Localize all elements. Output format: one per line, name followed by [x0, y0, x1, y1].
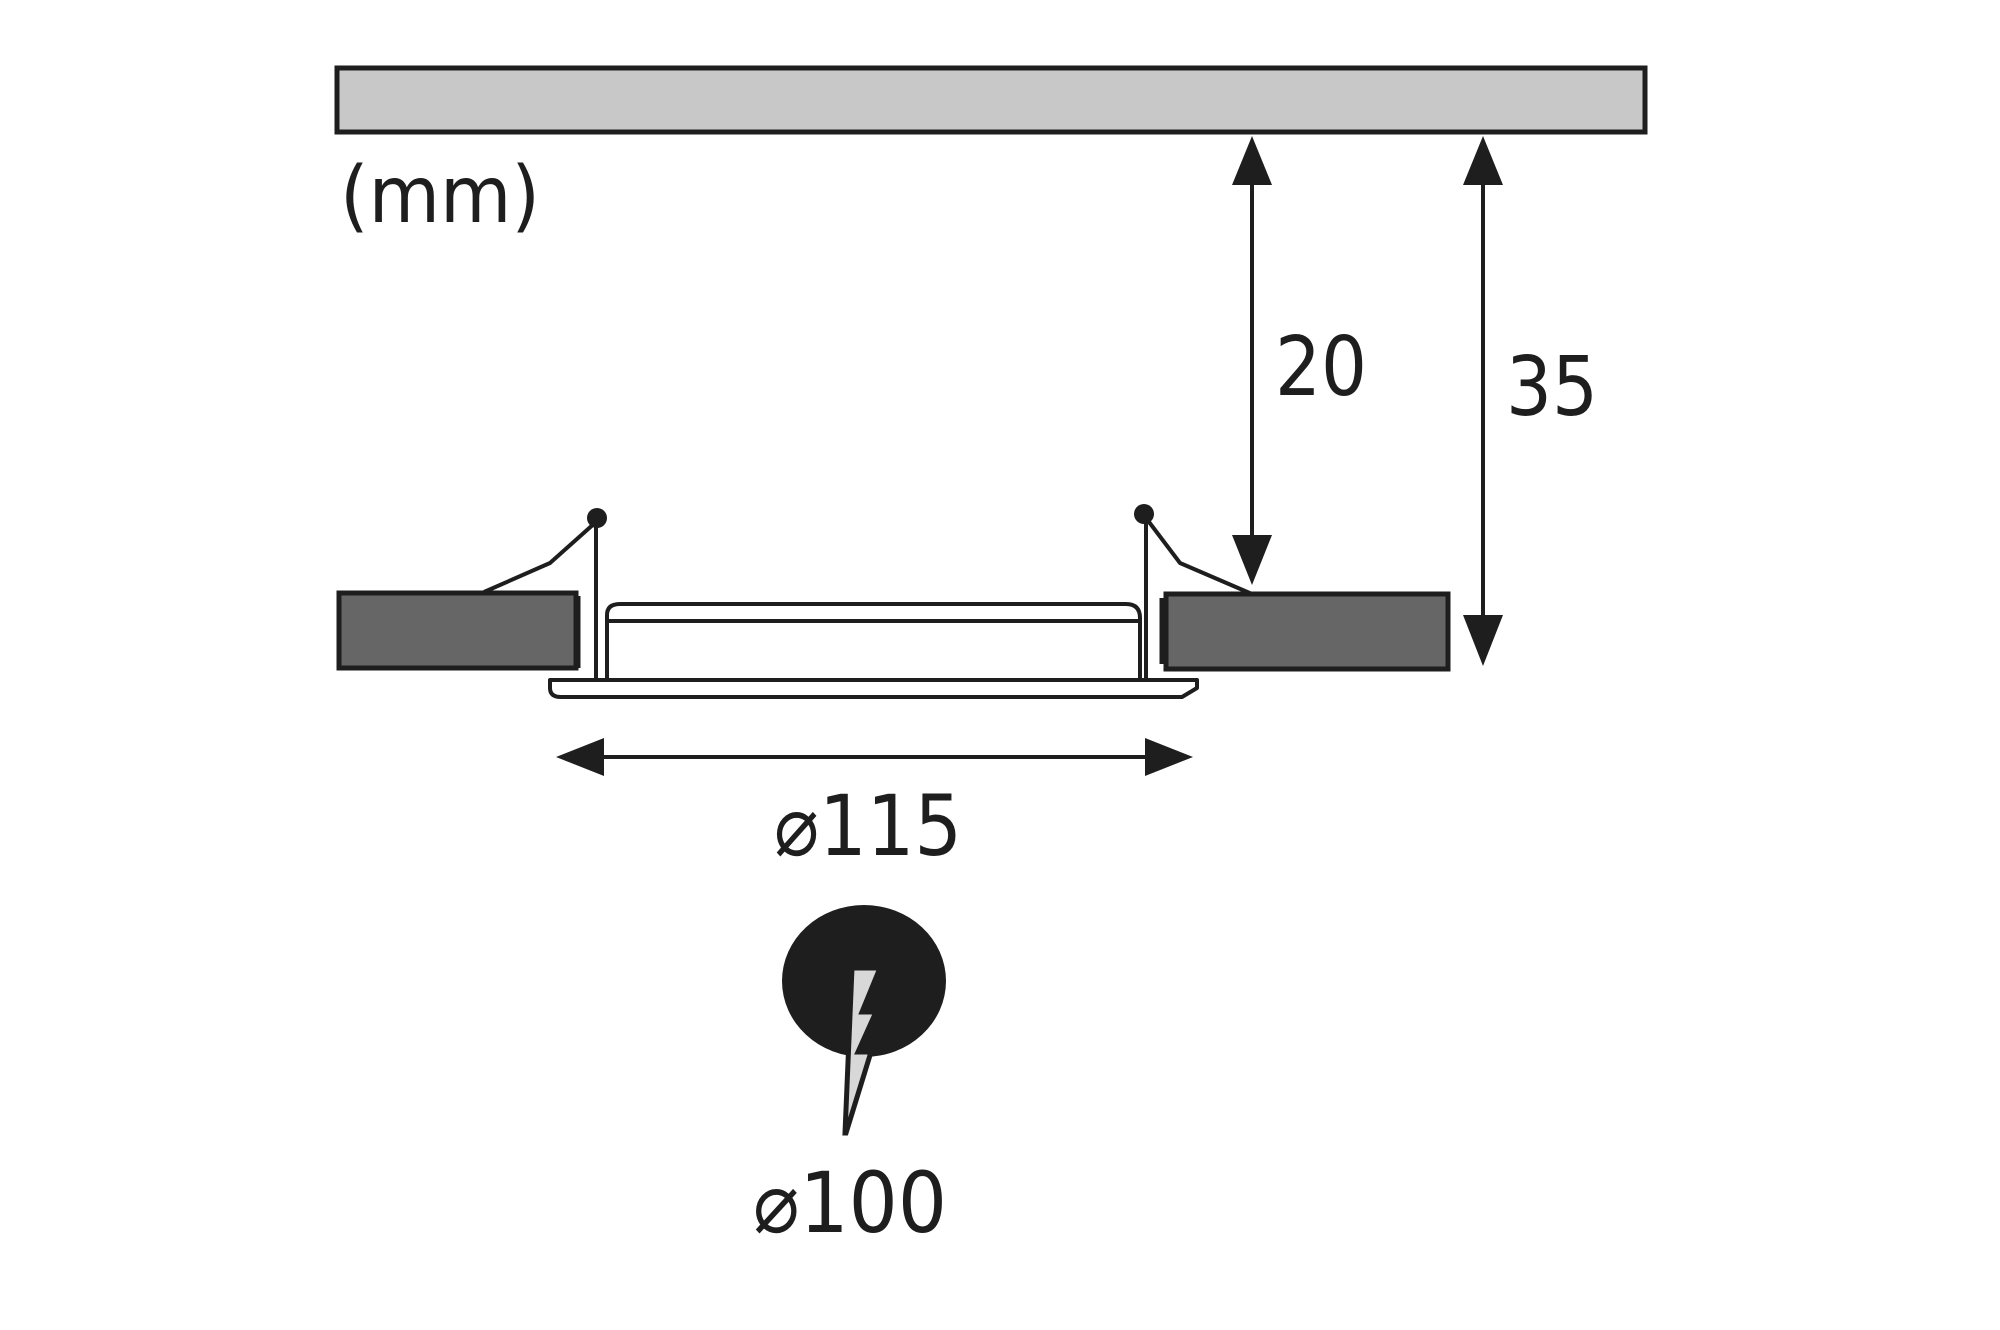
fixture-housing — [605, 602, 1142, 680]
arrowhead-20-top — [1232, 136, 1272, 185]
units-label: (mm) — [340, 151, 540, 241]
dimension-label-100: ⌀100 — [753, 1154, 947, 1252]
arrowhead-115-right — [1145, 738, 1193, 776]
dimension-label-35: 35 — [1506, 340, 1598, 435]
clip-pivot-right — [1134, 504, 1154, 524]
arrowhead-35-bottom — [1463, 615, 1503, 666]
ceiling-board-left — [336, 590, 579, 671]
hole-with-lightning-icon — [782, 905, 946, 1136]
ceiling-board-right — [1163, 591, 1451, 672]
ceiling-slab — [334, 65, 1648, 135]
dimension-label-115: ⌀115 — [774, 777, 962, 875]
spring-clip-left — [483, 520, 598, 679]
light-fixture — [483, 516, 1253, 699]
arrowhead-115-left — [556, 738, 604, 776]
spring-clip-right — [1144, 516, 1253, 679]
dimension-label-20: 20 — [1275, 320, 1367, 415]
fixture-trim-ring — [548, 678, 1199, 699]
arrowhead-20-bottom — [1232, 535, 1272, 585]
arrowhead-35-top — [1463, 136, 1503, 185]
clip-pivot-left — [587, 508, 607, 528]
